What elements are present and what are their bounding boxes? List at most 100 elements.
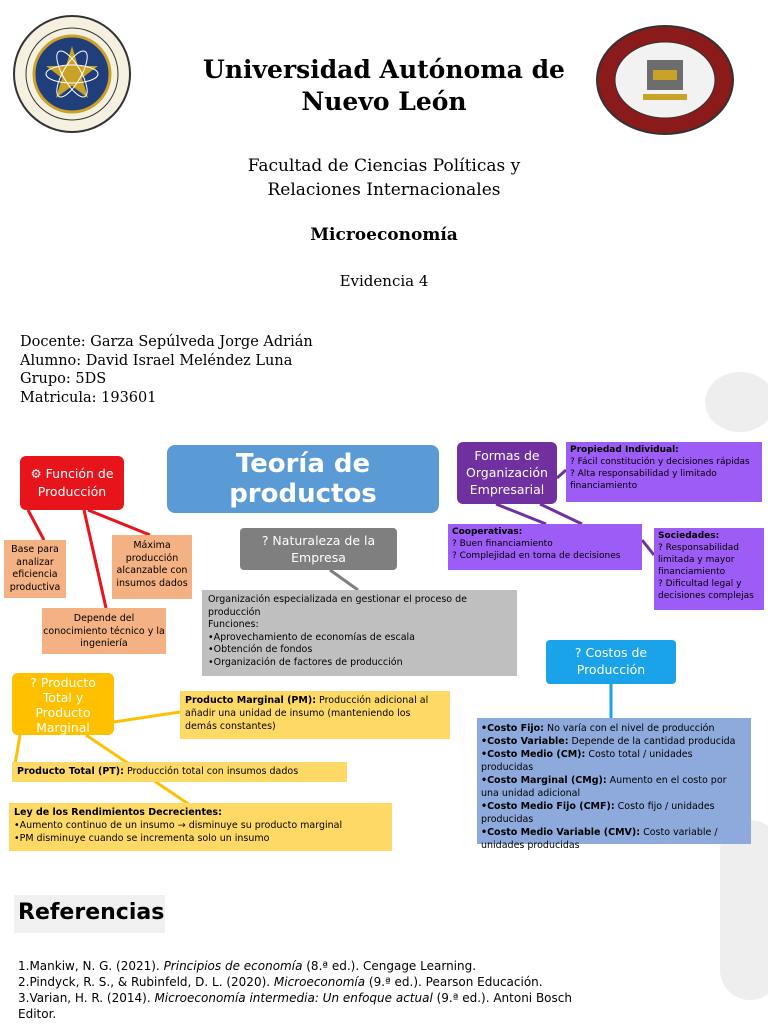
box-desc: Producción total con insumos dados (123, 766, 299, 777)
teacher-line: Docente: Garza Sepúlveda Jorge Adrián (20, 334, 313, 350)
reference-item: 2.Pindyck, R. S., & Rubinfeld, D. L. (20… (18, 974, 558, 990)
production-costs-node: ? Costos de Producción (546, 640, 676, 684)
node-label: ? Naturaleza de la (261, 533, 376, 548)
reference-item: Editor. (18, 1006, 558, 1022)
decorative-shape (720, 820, 768, 1000)
registration-line: Matricula: 193601 (20, 389, 157, 406)
cost-term: •Costo Medio (CM): (481, 749, 586, 760)
university-title-line: Nuevo León (301, 87, 467, 116)
detail-line: •Aprovechamiento de economías de escala (208, 631, 415, 643)
connector-line (329, 568, 359, 592)
student-line: Alumno: David Israel Meléndez Luna (20, 352, 293, 369)
cost-term: •Costo Variable: (481, 736, 569, 747)
cost-item: •Costo Variable: Depende de la cantidad … (481, 735, 747, 748)
detail-line: Organización especializada en gestionar … (208, 594, 467, 618)
diagram-title: Teoría de productos (167, 445, 439, 513)
node-label: ? Costos de (574, 645, 648, 660)
node-label: Formas de (474, 448, 540, 463)
company-nature-details: Organización especializada en gestionar … (202, 590, 517, 676)
university-title: Universidad Autónoma de Nuevo León (170, 54, 598, 118)
detail-line: •Obtención de fondos (208, 644, 313, 655)
cooperatives-box: Cooperativas: ? Buen financiamiento ? Co… (448, 524, 642, 570)
cost-desc: Depende de la cantidad producida (568, 736, 736, 747)
cost-desc: Aumento en el costo por una unidad adici… (481, 775, 727, 799)
cost-desc: No varía con el nivel de producción (543, 723, 715, 734)
connector-line (113, 710, 181, 724)
connector-line (495, 502, 547, 526)
cost-term: •Costo Medio Fijo (CMF): (481, 801, 615, 812)
box-title: Sociedades: (658, 531, 720, 541)
cost-term: •Costo Fijo: (481, 723, 544, 734)
reference-text: 1.Mankiw, N. G. (2021). (18, 959, 164, 973)
box-line: ? Responsabilidad limitada y mayor finan… (658, 543, 739, 577)
cost-desc: Costo variable / unidades producidas (481, 827, 718, 851)
box-title: Cooperativas: (452, 527, 523, 537)
total-marginal-node: ? Producto Total y Producto Marginal (12, 673, 114, 735)
production-function-item: Máxima producción alcanzable con insumos… (112, 535, 192, 599)
node-label: ? Producto (30, 675, 96, 690)
diminishing-returns-box: Ley de los Rendimientos Decrecientes: •A… (9, 803, 392, 851)
faculty-name: Facultad de Ciencias Políticas y Relacio… (170, 154, 598, 202)
diagram-title-line: Teoría de (235, 449, 371, 479)
box-line: ? Complejidad en toma de decisiones (452, 551, 621, 561)
student-info: Docente: Garza Sepúlveda Jorge Adrián Al… (20, 333, 313, 407)
societies-box: Sociedades: ? Responsabilidad limitada y… (654, 528, 764, 610)
connector-line (539, 502, 583, 526)
production-function-item: Depende del conocimiento técnico y la in… (42, 608, 166, 654)
connector-line (26, 509, 46, 541)
reference-text: 3.Varian, H. R. (2014). (18, 991, 155, 1005)
node-label: Producto (35, 705, 91, 720)
uanl-seal-icon (13, 15, 131, 133)
total-product-box: Producto Total (PT): Producción total co… (12, 762, 347, 782)
cost-term: •Costo Marginal (CMg): (481, 775, 607, 786)
box-line: ? Fácil constitución y decisiones rápida… (570, 457, 750, 467)
cost-item: •Costo Medio Fijo (CMF): Costo fijo / un… (481, 800, 747, 826)
reference-text: (9.ª ed.). Pearson Educación. (365, 975, 543, 989)
node-label: Marginal (36, 720, 90, 735)
node-label: Total y (42, 690, 84, 705)
connector-line (87, 508, 151, 537)
production-costs-details: •Costo Fijo: No varía con el nivel de pr… (477, 718, 751, 851)
reference-title: Microeconomía (273, 975, 366, 989)
cost-item: •Costo Fijo: No varía con el nivel de pr… (481, 722, 747, 735)
box-term: Producto Total (PT): (17, 766, 124, 777)
box-line: ? Buen financiamiento (452, 539, 553, 549)
node-label: Producción (37, 484, 107, 499)
cost-term: •Costo Medio Variable (CMV): (481, 827, 641, 838)
node-label: ⚙ Función de (30, 466, 114, 481)
cost-item: •Costo Medio Variable (CMV): Costo varia… (481, 826, 747, 852)
faculty-line: Facultad de Ciencias Políticas y (247, 156, 521, 176)
company-nature-node: ? Naturaleza de la Empresa (240, 528, 397, 570)
box-line: ? Dificultad legal y decisiones compleja… (658, 579, 754, 601)
cost-desc: Costo total / unidades producidas (481, 749, 693, 773)
production-function-item: Base para analizar eficiencia productiva (4, 540, 66, 598)
node-label: Empresarial (469, 482, 545, 497)
faculty-seal-icon (596, 25, 734, 135)
marginal-product-box: Producto Marginal (PM): Producción adici… (180, 691, 450, 739)
university-title-line: Universidad Autónoma de (203, 55, 565, 84)
group-line: Grupo: 5DS (20, 371, 107, 387)
node-label: Producción (576, 662, 646, 677)
cost-item: •Costo Medio (CM): Costo total / unidade… (481, 748, 747, 774)
evidence-label: Evidencia 4 (339, 272, 429, 290)
connector-line (640, 539, 656, 556)
faculty-line: Relaciones Internacionales (267, 180, 501, 200)
reference-title: Microeconomía intermedia: Un enfoque act… (154, 991, 433, 1005)
cost-item: •Costo Marginal (CMg): Aumento en el cos… (481, 774, 747, 800)
reference-item: 3.Varian, H. R. (2014). Microeconomía in… (18, 990, 572, 1006)
box-title: Ley de los Rendimientos Decrecientes: (14, 807, 222, 818)
connector-line (556, 468, 567, 480)
box-line: ? Alta responsabilidad y limitado financ… (570, 469, 717, 491)
reference-text: (9.ª ed.). Antoni Bosch (432, 991, 572, 1005)
production-function-node: ⚙ Función de Producción (20, 456, 124, 510)
references-list: 1.Mankiw, N. G. (2021). Principios de ec… (18, 958, 572, 1022)
reference-text: 2.Pindyck, R. S., & Rubinfeld, D. L. (20… (18, 975, 274, 989)
individual-ownership-box: Propiedad Individual: ? Fácil constituci… (566, 442, 762, 502)
node-label: Organización (466, 465, 548, 480)
node-label: Empresa (291, 550, 346, 565)
business-forms-node: Formas de Organización Empresarial (457, 442, 557, 504)
diagram-connectors (12, 468, 656, 807)
reference-text: Editor. (18, 1007, 57, 1021)
box-line: •PM disminuye cuando se incrementa solo … (14, 833, 270, 844)
connector-line (82, 509, 108, 609)
